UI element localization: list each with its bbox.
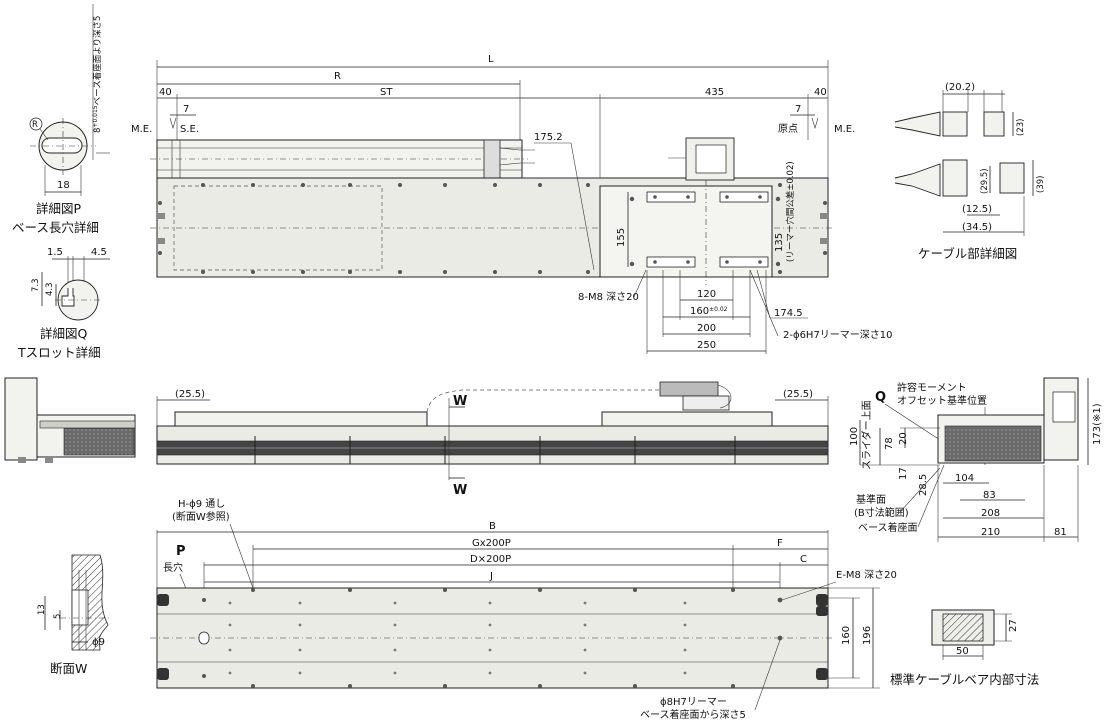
dim-155: 155 bbox=[616, 228, 627, 247]
end-base-seat: ベース着座面 bbox=[858, 521, 918, 534]
cable-detail: (20.2) (23) (29.5) (39) (12.5) (34.5) ケー… bbox=[894, 82, 1046, 261]
detail-q-d1-5: 1.5 bbox=[47, 247, 63, 258]
detail-q-title2: Tスロット詳細 bbox=[17, 345, 101, 360]
bottom-G: Gx200P bbox=[472, 538, 511, 549]
detail-p-slot bbox=[41, 137, 83, 154]
bottom-d160: 160 bbox=[841, 626, 852, 645]
bottom-B: B bbox=[489, 521, 496, 532]
detail-q: 1.5 4.5 7.3 4.3 詳細図Q Tスロット詳細 bbox=[17, 247, 110, 360]
dim-435: 435 bbox=[705, 87, 724, 98]
bottom-h-label: H-ϕ9 通し bbox=[178, 498, 225, 510]
dim-7-right: 7 bbox=[795, 104, 801, 115]
side-view: (25.5) (25.5) W W bbox=[156, 381, 829, 498]
dim-40-left: 40 bbox=[159, 87, 172, 98]
section-w: 13 5 ϕ9 断面W bbox=[37, 554, 110, 676]
detail-q-title1: 詳細図Q bbox=[40, 326, 88, 341]
bottom-d196: 196 bbox=[862, 626, 873, 645]
end-slider-top: スライダー上面 bbox=[860, 400, 873, 470]
dim-175-2: 175.2 bbox=[534, 132, 563, 143]
dim-R: R bbox=[334, 71, 341, 82]
side-w-top: W bbox=[453, 394, 467, 409]
side-d25-5-right: (25.5) bbox=[783, 389, 813, 400]
right-end-view: Q 許容モーメント オフセット基準位置 100 スライダー上面 78 20 17… bbox=[849, 377, 1103, 542]
label-se: S.E. bbox=[180, 124, 199, 135]
end-moment1: 許容モーメント bbox=[897, 381, 967, 394]
top-view: L R 40 ST 435 40 7 7 M.E. S.E. 原点 M.E. bbox=[131, 54, 893, 354]
bottom-J: J bbox=[489, 571, 493, 582]
section-title: 断面W bbox=[50, 661, 87, 676]
end-ref-surface: 基準面 bbox=[856, 493, 886, 506]
cable-title: ケーブル部詳細図 bbox=[918, 246, 1017, 261]
bottom-h-ref: (断面W参照) bbox=[172, 510, 230, 523]
section-d9: ϕ9 bbox=[92, 637, 105, 648]
cable-d34-5: (34.5) bbox=[962, 222, 992, 233]
dim-200: 200 bbox=[697, 323, 716, 334]
bottom-reamer2: ベース着座面から深さ5 bbox=[640, 708, 746, 721]
dim-135: 135 bbox=[774, 233, 785, 252]
end-d208: 208 bbox=[981, 508, 1000, 519]
end-q: Q bbox=[875, 390, 886, 405]
side-d25-5-left: (25.5) bbox=[175, 389, 205, 400]
label-me-left: M.E. bbox=[131, 124, 152, 135]
side-w-bottom: W bbox=[453, 483, 467, 498]
cable-d20-2: (20.2) bbox=[945, 82, 975, 93]
end-moment2: オフセット基準位置 bbox=[897, 394, 987, 407]
detail-q-d4-3: 4.3 bbox=[45, 282, 55, 296]
end-d100: 100 bbox=[849, 427, 860, 446]
bottom-em8: E-M8 深さ20 bbox=[836, 569, 897, 581]
detail-p-depth: 8+0.015ベース着座面より深さ5 bbox=[92, 16, 103, 133]
bottom-C: C bbox=[800, 554, 807, 565]
bottom-F: F bbox=[777, 538, 783, 549]
bottom-P: P bbox=[176, 544, 186, 559]
detail-p: 8+0.015ベース着座面より深さ5 R 18 詳細図P ベース長穴詳細 bbox=[12, 4, 110, 235]
bottom-slot: 長穴 bbox=[163, 561, 183, 574]
cable-d12-5: (12.5) bbox=[962, 204, 992, 215]
end-d83: 83 bbox=[983, 490, 996, 501]
label-reamer: 2-ϕ6H7リーマー深さ10 bbox=[783, 329, 893, 341]
detail-q-d4-5: 4.5 bbox=[91, 247, 107, 258]
detail-p-title2: ベース長穴詳細 bbox=[12, 220, 99, 235]
dim-160: 160±0.02 bbox=[690, 306, 728, 317]
dim-174-5: 174.5 bbox=[774, 308, 803, 319]
bottom-D: D×200P bbox=[470, 554, 511, 565]
dim-120: 120 bbox=[697, 289, 716, 300]
dim-250: 250 bbox=[697, 340, 716, 351]
detail-p-title1: 詳細図P bbox=[36, 201, 82, 216]
end-d210: 210 bbox=[981, 527, 1000, 538]
section-d5: 5 bbox=[53, 614, 63, 619]
label-me-right: M.E. bbox=[834, 124, 855, 135]
dim-L: L bbox=[488, 54, 494, 65]
end-d17: 17 bbox=[898, 467, 909, 480]
bottom-reamer1: ϕ8H7リーマー bbox=[660, 697, 727, 708]
cable-d23: (23) bbox=[1016, 119, 1026, 136]
dim-ST: ST bbox=[380, 87, 393, 98]
bear-d50: 50 bbox=[956, 646, 969, 657]
end-d81: 81 bbox=[1054, 527, 1067, 538]
dim-40-right: 40 bbox=[814, 87, 827, 98]
bear-title: 標準ケーブルベア内部寸法 bbox=[890, 672, 1039, 687]
bear-d27: 27 bbox=[1008, 619, 1019, 632]
section-d13: 13 bbox=[37, 604, 47, 615]
end-d78: 78 bbox=[884, 437, 895, 450]
end-d28-5: 28.5 bbox=[918, 474, 929, 496]
detail-q-d7-3: 7.3 bbox=[31, 278, 41, 292]
end-d173: 173(※1) bbox=[1092, 403, 1103, 445]
dim-7-left: 7 bbox=[183, 104, 189, 115]
end-d104: 104 bbox=[955, 473, 974, 484]
bottom-view: H-ϕ9 通し (断面W参照) B Gx200P F D×200P C J P … bbox=[150, 498, 897, 721]
dim-reamer-pitch: (リーマー穴間公差±0.02) bbox=[785, 161, 796, 262]
cable-d29-5: (29.5) bbox=[980, 168, 990, 194]
end-b-range: (B寸法範囲) bbox=[854, 506, 909, 519]
detail-p-d18: 18 bbox=[57, 180, 70, 191]
label-origin: 原点 bbox=[778, 123, 798, 135]
cable-bear: 27 50 標準ケーブルベア内部寸法 bbox=[890, 609, 1039, 687]
cable-d39: (39) bbox=[1036, 176, 1046, 193]
end-d20: 20 bbox=[898, 432, 909, 445]
left-end-view bbox=[4, 377, 136, 463]
detail-p-r: R bbox=[32, 120, 38, 130]
label-8-m8: 8-M8 深さ20 bbox=[578, 291, 639, 303]
